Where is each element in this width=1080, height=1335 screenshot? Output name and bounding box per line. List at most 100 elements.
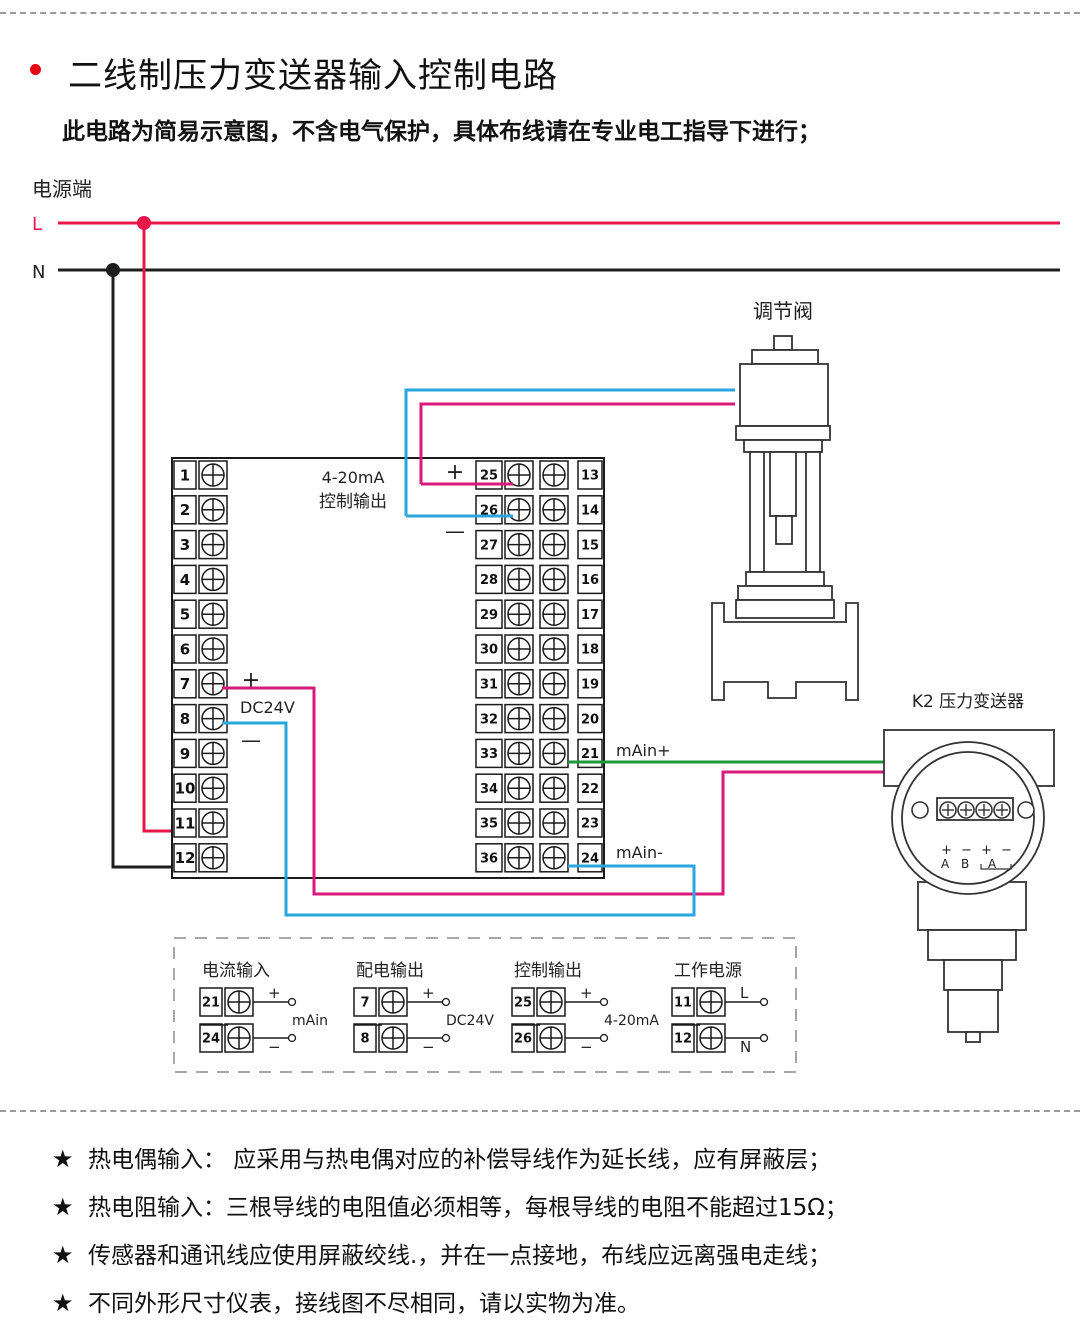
output-minus-sign: — [445, 519, 465, 543]
ain-minus-label: mAin- [616, 843, 663, 862]
terminal-number: 5 [173, 599, 197, 629]
terminal-number-text: 32 [480, 712, 498, 727]
terminal-number-text: 9 [180, 745, 190, 763]
notes-list: ★热电偶输入： 应采用与热电偶对应的补偿导线作为延长线，应有屏蔽层； ★热电阻输… [52, 1140, 1062, 1332]
screw-terminal-icon [378, 987, 408, 1017]
screw-terminal-icon [504, 460, 534, 490]
terminal-number: 32 [475, 703, 503, 734]
output-function-label: 控制输出 [319, 492, 387, 512]
legend-sign: + [422, 984, 435, 1002]
screw-terminal-icon [198, 773, 228, 803]
legend-value: DC24V [446, 1013, 494, 1029]
legend-terminal-dot [599, 997, 609, 1007]
title-bullet [30, 64, 41, 75]
terminal-number: 16 [577, 564, 603, 595]
terminal-number: 8 [173, 703, 197, 734]
terminal-number: 26 [475, 495, 503, 525]
controller-box [171, 457, 605, 879]
screw-terminal-icon [539, 634, 569, 664]
terminal-number: 30 [475, 634, 503, 664]
transmitter-screw-icon [993, 801, 1011, 819]
valve-magenta-wire [419, 402, 735, 484]
tx-letter-2: B [961, 857, 969, 871]
screw-terminal-icon [536, 987, 566, 1017]
legend-sign: − [268, 1038, 281, 1056]
transmitter-terminal-block [936, 797, 1014, 821]
screw-terminal-icon [198, 669, 228, 699]
mounting-hole-icon [911, 801, 929, 819]
terminal-number-text: 12 [175, 849, 196, 867]
legend-terminal-dot [287, 1033, 297, 1043]
screw-terminal-icon [198, 808, 228, 838]
valve-blue-wire [404, 388, 735, 516]
terminal-number: 23 [577, 808, 603, 838]
output-signal-label: 4-20mA [322, 468, 385, 487]
terminal-number-text: 2 [180, 501, 190, 519]
legend-sign: − [422, 1038, 435, 1056]
screw-terminal-icon [504, 599, 534, 629]
legend-terminal-dot [759, 1033, 769, 1043]
terminal-number-text: 22 [581, 782, 599, 797]
screw-terminal-icon [539, 773, 569, 803]
terminal-number: 28 [475, 564, 503, 595]
page-title: 二线制压力变送器输入控制电路 [68, 56, 558, 96]
pressure-transmitter [883, 729, 1055, 1043]
screw-terminal-icon [198, 460, 228, 490]
terminal-number: 26 [511, 1023, 535, 1053]
terminal-number-text: 19 [581, 677, 599, 692]
screw-terminal-icon [198, 495, 228, 525]
terminal-number: 13 [577, 460, 603, 490]
terminal-number: 19 [577, 669, 603, 699]
terminal-number: 29 [475, 599, 503, 629]
screw-terminal-icon [539, 529, 569, 560]
legend-sign: L [740, 984, 749, 1002]
screw-terminal-icon [696, 1023, 726, 1053]
terminal-number-text: 4 [180, 571, 190, 589]
terminal-number: 36 [475, 843, 503, 873]
terminal-number: 12 [173, 843, 197, 873]
screw-terminal-icon [539, 738, 569, 769]
screw-terminal-icon [539, 669, 569, 699]
terminal-number-text: 6 [180, 640, 190, 658]
terminal-number-text: 17 [581, 608, 599, 623]
page-subtitle: 此电路为简易示意图，不含电气保护，具体布线请在专业电工指导下进行； [62, 119, 821, 145]
terminal-number: 4 [173, 564, 197, 595]
output-plus-sign: + [446, 460, 464, 485]
screw-terminal-icon [539, 703, 569, 734]
note-item: ★热电偶输入： 应采用与热电偶对应的补偿导线作为延长线，应有屏蔽层； [52, 1140, 1062, 1188]
screw-terminal-icon [539, 599, 569, 629]
terminal-number: 1 [173, 460, 197, 490]
screw-terminal-icon [504, 843, 534, 873]
dc-voltage-label: DC24V [240, 698, 295, 717]
terminal-number: 24 [577, 843, 603, 873]
terminal-number-text: 1 [180, 466, 190, 484]
terminal-number-text: 27 [480, 538, 498, 553]
terminal-number: 33 [475, 738, 503, 769]
transmitter-label: K2 压力变送器 [912, 692, 1024, 712]
terminal-number: 21 [199, 987, 223, 1017]
valve-label: 调节阀 [753, 299, 813, 323]
screw-terminal-icon [198, 634, 228, 664]
terminal-number-text: 5 [180, 606, 190, 624]
screw-terminal-icon [504, 808, 534, 838]
note-text: 不同外形尺寸仪表，接线图不尽相同，请以实物为准。 [88, 1291, 640, 1317]
tx-sign-2: − [961, 843, 972, 858]
terminal-number: 10 [173, 773, 197, 803]
screw-terminal-icon [504, 703, 534, 734]
terminal-number-text: 3 [180, 536, 190, 554]
mounting-hole-icon [1017, 801, 1035, 819]
terminal-number: 11 [173, 808, 197, 838]
note-text: 传感器和通讯线应使用屏蔽绞线.，并在一点接地，布线应远离强电走线； [88, 1243, 832, 1269]
screw-terminal-icon [539, 460, 569, 490]
legend-title: 电流输入 [202, 961, 270, 981]
screw-terminal-icon [198, 599, 228, 629]
terminal-number-text: 11 [674, 996, 692, 1011]
legend-terminal-dot [441, 997, 451, 1007]
legend-terminal-dot [441, 1033, 451, 1043]
terminal-number: 7 [353, 987, 377, 1017]
